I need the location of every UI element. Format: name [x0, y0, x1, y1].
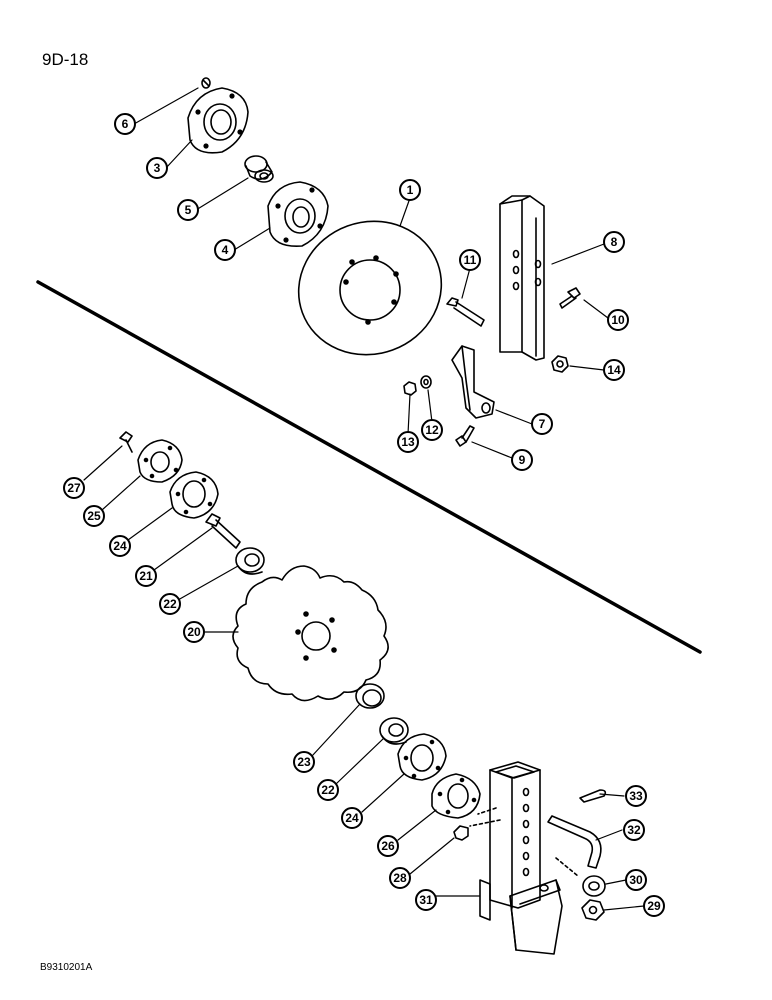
part-23-spacer [355, 683, 385, 709]
page-number: 9D-18 [42, 50, 89, 69]
callout-33: 33 [629, 789, 643, 803]
part-30-lock-washer [582, 875, 606, 897]
callout-7: 7 [539, 417, 546, 431]
part-24-flange-upper [169, 471, 219, 519]
callout-22-lower: 22 [321, 783, 335, 797]
callout-9: 9 [519, 453, 526, 467]
callout-bubbles [63, 113, 665, 917]
callout-30: 30 [629, 873, 643, 887]
callout-3: 3 [154, 161, 161, 175]
section-divider [36, 280, 702, 654]
callout-24-upper: 24 [113, 539, 127, 553]
part-8-standard [499, 195, 545, 361]
part-14-nut [551, 355, 569, 373]
callout-26: 26 [381, 839, 395, 853]
callout-6: 6 [122, 117, 129, 131]
callout-23: 23 [297, 755, 311, 769]
callout-24-lower: 24 [345, 811, 359, 825]
part-9-bolt [455, 425, 475, 447]
part-1-disc-blade [297, 220, 443, 356]
part-11-bolt [446, 297, 485, 327]
part-25-flange [137, 439, 183, 483]
part-7-bracket [451, 345, 495, 419]
part-10-bolt [559, 287, 581, 309]
part-20-notched-disc [232, 565, 389, 702]
part-22-bearing-upper [235, 547, 265, 575]
part-4-bearing-flange [267, 181, 329, 248]
part-31-standard [469, 761, 563, 955]
leader-lines [83, 87, 645, 911]
callout-8: 8 [611, 235, 618, 249]
part-26-hub-flange [431, 773, 481, 819]
callout-10: 10 [611, 313, 625, 327]
callout-1: 1 [407, 183, 414, 197]
part-32-pin [547, 815, 602, 869]
part-24-flange-lower [397, 733, 447, 781]
figure-code: B9310201A [40, 962, 93, 973]
part-12-lock-washer [420, 375, 432, 389]
part-33-cotter-pin [579, 789, 607, 803]
part-27-bolt [119, 431, 133, 453]
part-3-bearing-flange [187, 87, 249, 154]
callout-28: 28 [393, 871, 407, 885]
callout-21: 21 [139, 569, 153, 583]
assembly-guide-line [555, 857, 579, 877]
part-29-nut [581, 899, 605, 921]
part-6-grease-fitting [201, 77, 211, 89]
callout-22-upper: 22 [163, 597, 177, 611]
callout-31: 31 [419, 893, 433, 907]
callout-5: 5 [185, 203, 192, 217]
callout-11: 11 [464, 253, 477, 267]
callout-12: 12 [425, 423, 439, 437]
callout-27: 27 [67, 481, 81, 495]
part-28-nut [453, 825, 469, 841]
part-13-nut [403, 381, 417, 396]
callout-13: 13 [401, 435, 415, 449]
callout-32: 32 [627, 823, 641, 837]
callout-20: 20 [187, 625, 201, 639]
callout-25: 25 [87, 509, 101, 523]
callout-14: 14 [607, 363, 621, 377]
part-22-bearing-lower [379, 717, 409, 745]
callout-4: 4 [222, 243, 229, 257]
part-21-axle-bolt [205, 513, 241, 549]
part-5-bearing [244, 155, 274, 183]
callout-29: 29 [647, 899, 661, 913]
